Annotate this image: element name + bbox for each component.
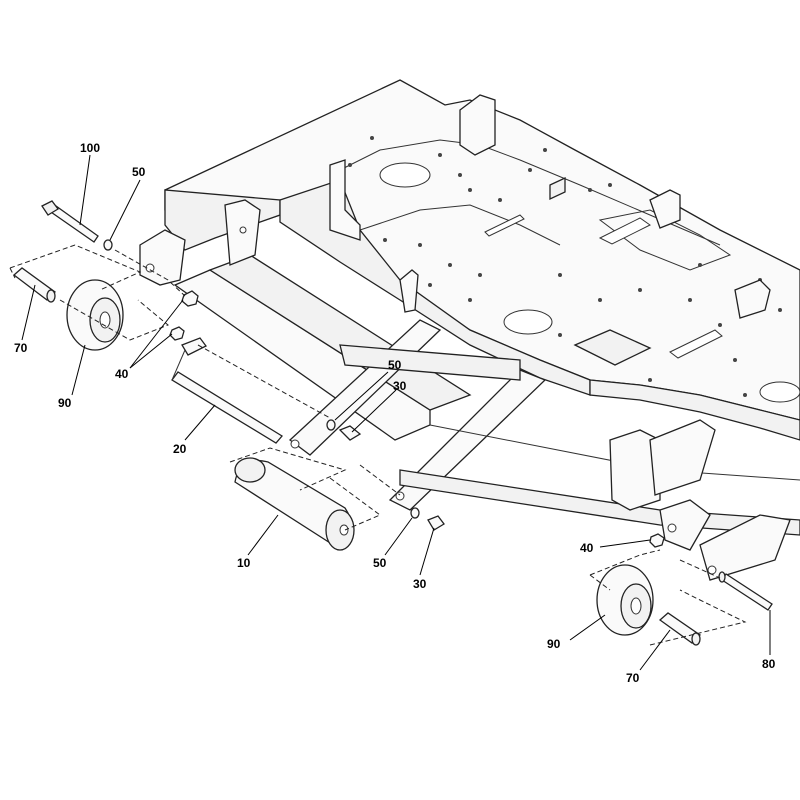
callout-50-center: 50 <box>388 358 402 372</box>
callout-10: 10 <box>237 556 251 570</box>
roller-part-10 <box>234 457 355 551</box>
callout-80: 80 <box>762 657 776 671</box>
callout-50-lower: 50 <box>373 556 387 570</box>
pin-part-80 <box>718 571 773 611</box>
callout-leader-lines <box>21 154 771 671</box>
callout-50-washer-top: 50 <box>132 165 146 179</box>
callout-30-center: 30 <box>393 379 407 393</box>
callout-100: 100 <box>80 141 100 155</box>
callout-40-left: 40 <box>115 367 129 381</box>
callout-30-lower: 30 <box>413 577 427 591</box>
shaft-part-20 <box>171 337 283 444</box>
bolt-part-30 <box>338 425 445 531</box>
callout-70-left: 70 <box>14 341 28 355</box>
callout-labels: 100 50 70 40 90 20 50 30 10 50 30 40 90 … <box>14 141 776 685</box>
roller-bracket-frame <box>139 159 800 581</box>
bolt-part-100 <box>41 200 99 243</box>
callout-20: 20 <box>173 442 187 456</box>
assembly-dashed-lines <box>9 244 747 646</box>
callout-70-right: 70 <box>626 671 640 685</box>
mower-deck-body <box>164 79 800 441</box>
washer-part-50 <box>103 239 420 519</box>
wheel-part-90 <box>66 279 654 636</box>
callout-90-left: 90 <box>58 396 72 410</box>
callout-90-right: 90 <box>547 637 561 651</box>
callout-40-right: 40 <box>580 541 594 555</box>
